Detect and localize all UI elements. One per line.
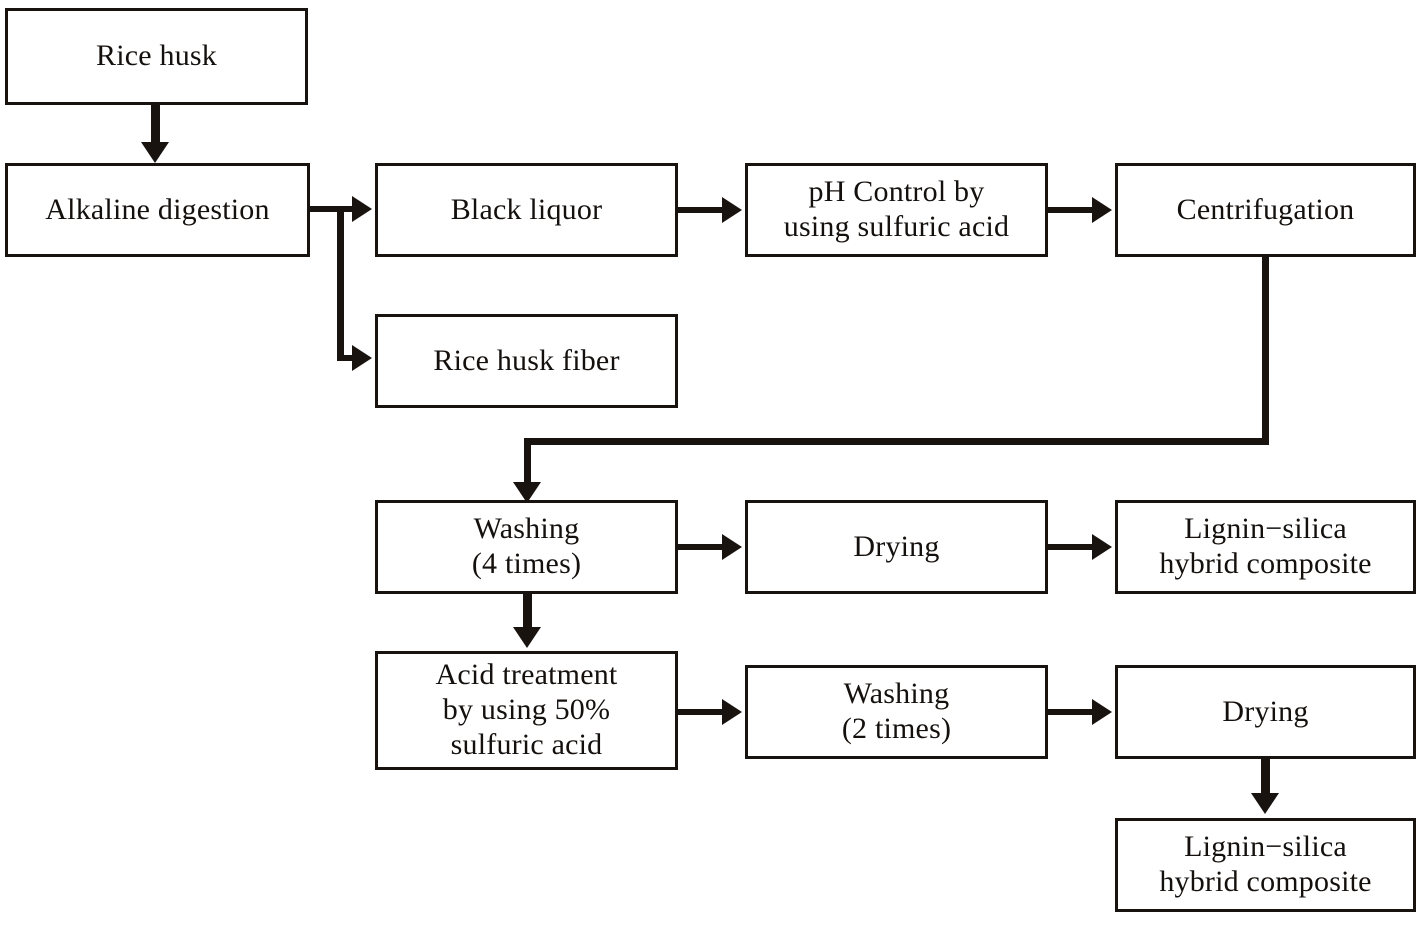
edge-shaft: [337, 206, 358, 212]
edge-shaft: [678, 207, 728, 213]
arrowhead-right-icon: [722, 699, 742, 725]
node-lignin-silica-middle[interactable]: Lignin−silica hybrid composite: [1115, 500, 1416, 594]
node-washing-4-times-label: Washing (4 times): [471, 512, 582, 580]
arrowhead-down-icon: [513, 482, 541, 503]
arrowhead-right-icon: [1092, 534, 1112, 560]
node-drying-middle-label: Drying: [853, 529, 940, 563]
node-acid-treatment-label: Acid treatment by using 50% sulfuric aci…: [435, 658, 618, 761]
node-drying-middle[interactable]: Drying: [745, 500, 1048, 594]
node-centrifugation[interactable]: Centrifugation: [1115, 163, 1416, 257]
arrowhead-right-icon: [1092, 197, 1112, 223]
edge-shaft: [1262, 257, 1269, 445]
arrowhead-right-icon: [352, 345, 372, 371]
edge-shaft: [1048, 544, 1098, 550]
arrowhead-down-icon: [513, 627, 541, 648]
arrowhead-right-icon: [352, 196, 372, 222]
node-lignin-silica-bottom-label: Lignin−silica hybrid composite: [1159, 830, 1372, 898]
edge-shaft: [310, 206, 345, 212]
edge-shaft: [524, 438, 1269, 445]
edge-shaft: [337, 355, 358, 361]
node-rice-husk-fiber-label: Rice husk fiber: [433, 343, 620, 377]
edge-shaft: [678, 544, 728, 550]
node-drying-bottom[interactable]: Drying: [1115, 665, 1416, 759]
node-black-liquor-label: Black liquor: [450, 192, 603, 226]
node-ph-control-label: pH Control by using sulfuric acid: [783, 175, 1010, 243]
node-drying-bottom-label: Drying: [1222, 694, 1309, 728]
edge-shaft: [1048, 207, 1098, 213]
node-lignin-silica-middle-label: Lignin−silica hybrid composite: [1159, 512, 1372, 580]
node-black-liquor[interactable]: Black liquor: [375, 163, 678, 257]
node-washing-2-times[interactable]: Washing (2 times): [745, 665, 1048, 759]
arrowhead-right-icon: [722, 197, 742, 223]
node-washing-2-times-label: Washing (2 times): [841, 677, 952, 745]
edge-shaft: [524, 438, 531, 488]
node-lignin-silica-bottom[interactable]: Lignin−silica hybrid composite: [1115, 818, 1416, 912]
edge-shaft: [1048, 709, 1098, 715]
node-ph-control[interactable]: pH Control by using sulfuric acid: [745, 163, 1048, 257]
edge-shaft: [678, 709, 728, 715]
node-rice-husk[interactable]: Rice husk: [5, 8, 308, 105]
node-rice-husk-fiber[interactable]: Rice husk fiber: [375, 314, 678, 408]
edge-shaft: [523, 594, 532, 630]
arrowhead-right-icon: [722, 534, 742, 560]
node-washing-4-times[interactable]: Washing (4 times): [375, 500, 678, 594]
arrowhead-down-icon: [141, 142, 169, 163]
node-acid-treatment[interactable]: Acid treatment by using 50% sulfuric aci…: [375, 651, 678, 770]
node-alkaline-digestion[interactable]: Alkaline digestion: [5, 163, 310, 257]
edge-shaft: [337, 206, 344, 361]
edge-shaft: [1261, 759, 1270, 796]
node-centrifugation-label: Centrifugation: [1176, 192, 1355, 226]
node-alkaline-digestion-label: Alkaline digestion: [45, 192, 270, 226]
arrowhead-down-icon: [1251, 793, 1279, 814]
arrowhead-right-icon: [1092, 699, 1112, 725]
node-rice-husk-label: Rice husk: [96, 39, 217, 73]
edge-shaft: [151, 105, 160, 145]
